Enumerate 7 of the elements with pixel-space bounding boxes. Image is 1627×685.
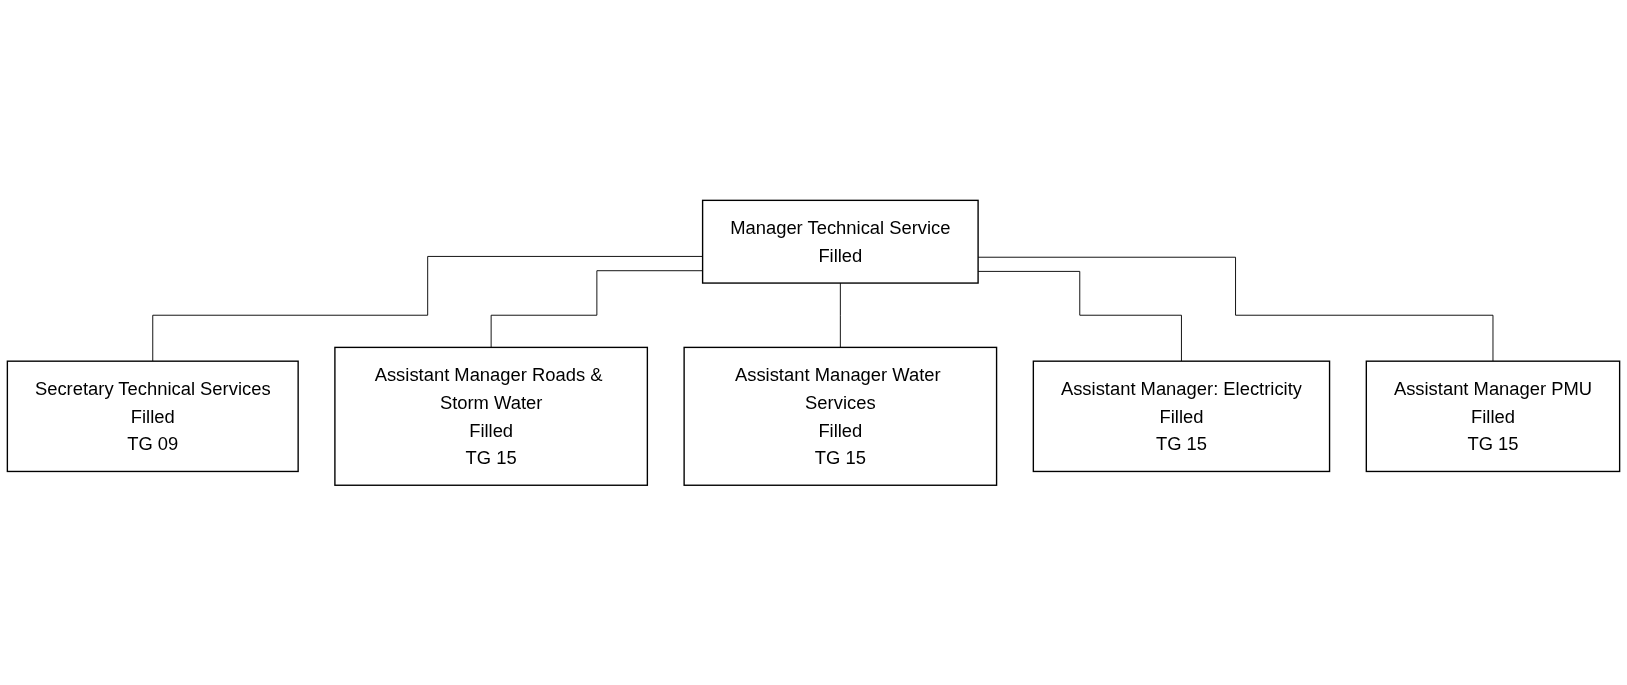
node-box: Secretary Technical Services Filled TG 09	[6, 360, 299, 472]
node-box: Assistant Manager: Electricity Filled TG 15	[1032, 360, 1331, 472]
node-box: Assistant Manager Water Services Filled TG 15	[683, 346, 998, 486]
node-box: Assistant Manager Roads & Storm Water Filled TG 15	[334, 346, 649, 486]
node-box: Assistant Manager PMU Filled TG 15	[1365, 360, 1621, 472]
node-box: Manager Technical Service Filled	[701, 199, 979, 284]
connector	[839, 282, 841, 348]
